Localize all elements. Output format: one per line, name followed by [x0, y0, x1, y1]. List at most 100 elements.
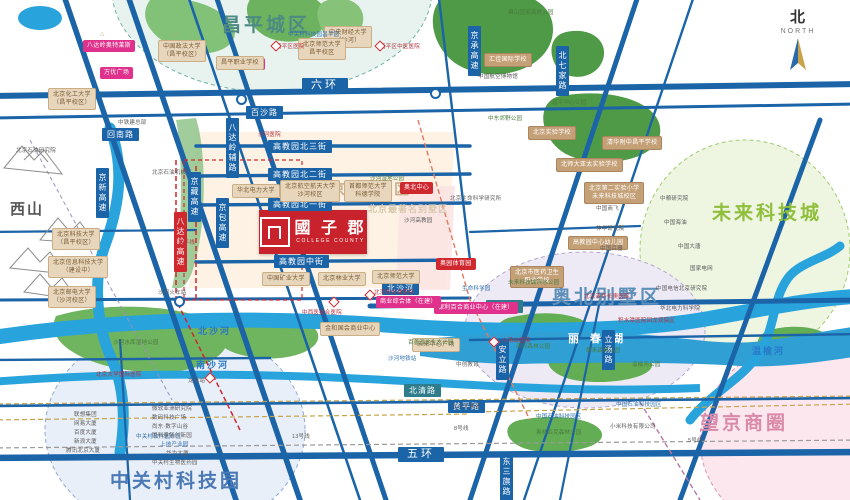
poi-zgc-sina: 新浪大厦	[74, 439, 97, 445]
poi-enterprise-ncepri: 华北电力科学院	[660, 306, 700, 312]
poi-longze-station: 龙泽站	[188, 378, 206, 384]
metro-line-changping-label: 昌平线	[178, 240, 196, 246]
poi-university-cumt[interactable]: 中国矿业大学	[262, 272, 310, 286]
metro-line-5-label: 5号线	[688, 438, 703, 444]
road-shield-5th-ring: 五环	[398, 447, 444, 462]
poi-enterprise-cnpc-park: 中国石油科技园区	[536, 414, 582, 420]
poi-university-bnu[interactable]: 北京师范大学	[372, 270, 420, 284]
poi-zgc-software-park-title: 中关村软件园东区	[136, 434, 182, 440]
poi-school-changping-vocational[interactable]: 昌平职业学校	[216, 56, 264, 70]
metro-station-dot[interactable]	[430, 88, 441, 99]
poi-college-kede[interactable]: 首都师范大学 科德学院	[344, 180, 392, 202]
poi-kindergarten-gaojiao[interactable]: 高教园中心幼儿园	[568, 236, 629, 250]
poi-aobei-center[interactable]: 奥北中心	[400, 182, 434, 194]
poi-hospital-shahe: 沙河医院	[258, 132, 281, 138]
metro-station-dot[interactable]	[236, 94, 247, 105]
poi-aoyuan-sports-park[interactable]: 奥园体育园	[436, 258, 476, 270]
poi-hospital-jishuitan: 北京积水潭医院	[374, 290, 414, 296]
road-shield-jingzang-expwy: 京藏高速	[188, 172, 201, 222]
graduation-cap-icon: ⌂	[174, 31, 179, 38]
poi-tiantongyuan: 北京天通苑	[452, 404, 481, 410]
poi-university-ustb[interactable]: 北京科技大学 （昌平校区）	[52, 228, 100, 250]
poi-hospital-jishuitan-huilongguan: 积水潭医院回龙观院区	[618, 318, 676, 324]
metro-station-dot[interactable]	[174, 296, 185, 307]
poi-park-riverside-forest: 滨河森林公园	[516, 344, 551, 350]
poi-enterprise-chinatelecom-research: 中国电信北京研究院	[656, 286, 708, 292]
poi-park-chaolai-forest: 朝来森林公园	[586, 348, 621, 354]
poi-zgc-biomed-park: 中关村生物医药园	[152, 460, 198, 466]
poi-shahe-railway-station: 沙河火车站	[158, 290, 187, 296]
poi-university-buct[interactable]: 北京化工大学 （昌平校区）	[48, 88, 96, 110]
poi-university-besti[interactable]: 北京信息科技大学 （建设中）	[48, 256, 109, 278]
poi-wanyou-plaza[interactable]: 万优广场	[100, 67, 134, 79]
poi-park-olympic-forest: 奥林匹克森林公园	[536, 430, 582, 436]
compass-rose: 北 NORTH	[768, 6, 828, 77]
poi-university-cupl[interactable]: 中国政法大学 （昌平校区）	[158, 40, 206, 62]
graduation-cap-icon: ⌂	[348, 271, 353, 278]
poi-commercial-complex[interactable]: 商业综合体（在建）	[376, 296, 441, 308]
poi-park-future-waterfront: 未来科技城滨水公园	[508, 280, 560, 286]
poi-school-no2-experimental[interactable]: 北京第二实验小学 未来科技城校区	[584, 182, 645, 204]
graduation-cap-icon: ⌂	[100, 31, 105, 38]
poi-university-bnu-changping[interactable]: 北京师范大学 昌平校区	[298, 38, 346, 60]
compass-label-en: NORTH	[780, 28, 816, 35]
poi-hospital-tcm-integrated: 中西医结合医院	[302, 310, 342, 316]
poi-enterprise-nibs: 北京生命科学研究所	[450, 196, 502, 202]
poi-zgc-shangdi-park: 上地产业园	[160, 442, 189, 448]
poi-park-shahe-reservoir: 沙河水库湿地公园	[113, 340, 159, 346]
road-shield-badaling-expwy: 八达岭高速	[174, 212, 187, 272]
poi-university-ncepu[interactable]: 华北电力大学	[232, 184, 280, 198]
poi-school-medical-vocational[interactable]: 北京市医药卫生 职业学校	[510, 266, 565, 288]
poi-school-beijing-experimental[interactable]: 北京实验学校	[528, 126, 576, 140]
poi-zgc-netease: 网易大厦	[74, 421, 97, 427]
street-shield-beiqijia-road: 北七家路	[556, 46, 569, 96]
poi-enterprise-crcc-hq: 中铁建总部	[118, 120, 147, 126]
road-shield-jingxin-expwy: 京新高速	[96, 168, 109, 218]
poi-life-science-park: 生命科学园	[462, 286, 491, 292]
poi-zgc-digital-plaza: 数码科技广场	[152, 415, 187, 421]
poi-huijia-school[interactable]: 汇佳国际学校	[484, 53, 532, 67]
poi-school-bnu-asia-pacific[interactable]: 北师大亚太实验学校	[556, 158, 623, 172]
poi-university-buaa-shahe[interactable]: 北京航空航天大学 沙河校区	[280, 180, 341, 202]
street-shield-gaojiao-north-3: 高教园北三街	[268, 140, 332, 153]
compass-label-cn: 北	[789, 9, 806, 26]
poi-zgc-baidu: 百度大厦	[74, 430, 97, 436]
street-shield-anli-road: 安立路	[496, 340, 509, 380]
poi-university-bupt[interactable]: 北京邮电大学 （沙河校区）	[48, 286, 96, 308]
poi-shahe-gaojiao-park: 沙河高教园	[404, 218, 433, 224]
poi-enterprise-shenhua: 神华研究院	[596, 226, 625, 232]
poi-zgc-huawei: 华为大厦	[166, 451, 189, 457]
poi-poly-baihe-center[interactable]: 保利百合商业中心（在建）	[434, 302, 518, 314]
poi-badaling-outlets[interactable]: 八达岭奥特莱斯	[83, 40, 136, 52]
poi-aviation-museum: 中国航空博物馆	[478, 74, 518, 80]
road-shield-jingbao-expwy: 京包高速	[216, 198, 229, 248]
poi-zgc-changping-park: 中关村科技园昌平园	[288, 32, 340, 38]
poi-jinhe-guohui-center[interactable]: 金和国会商业中心	[320, 322, 381, 336]
poi-park-mangshan: 蟒山国家森林公园	[508, 10, 554, 16]
poi-enterprise-cnooc: 中国海油	[664, 220, 687, 226]
poi-hospital-changping-district: 昌平区医院	[276, 44, 305, 50]
poi-future-center-plaza[interactable]: 未来中心广场	[412, 338, 460, 352]
street-shield-beishahe: 北沙河	[382, 282, 419, 295]
road-shield-6th-ring: 六环	[302, 78, 348, 93]
poi-zgc-shangdong-valley: 尚东·数字山谷	[152, 424, 189, 430]
poi-enterprise-cofco: 中粮研究院	[660, 196, 689, 202]
poi-enterprise-state-grid: 国家电网	[690, 266, 713, 272]
road-shield-jingcheng-expwy: 京承高速	[468, 26, 481, 76]
street-shield-gaojiao-middle: 高教园中街	[274, 255, 329, 268]
project-brand-logo[interactable]: 國 子 郡 COLLEGE COUNTY	[259, 210, 367, 254]
poi-zhongchuang-education: 中创教育	[456, 362, 479, 368]
street-shield-huinan-road: 回南路	[102, 128, 139, 141]
poi-park-baishan-wetland: 百善湿地生态公园	[408, 340, 454, 346]
poi-enterprise-petroleum-research: 北京石油研究院	[16, 148, 56, 154]
poi-park-zhongdong-country: 中东郊野公园	[488, 116, 523, 122]
poi-school-tsinghua-affiliated[interactable]: 清华附中昌平学校	[602, 136, 663, 150]
poi-zgc-msra: 微软亚洲研究院	[152, 406, 192, 412]
poi-petroleum-machinery: 北京石油机械厂	[152, 170, 192, 176]
poi-zgc-guoke-park: 国科量智创新园	[152, 433, 192, 439]
poi-university-bjfu[interactable]: 北京林业大学	[318, 272, 366, 286]
poi-park-wenyu: 温榆河公园	[632, 362, 661, 368]
poi-xiaomi-hq: 小米科技有限公司	[610, 424, 656, 430]
poi-hospital-tsinghua-changgung: 北京清华长庚医院	[584, 294, 630, 300]
